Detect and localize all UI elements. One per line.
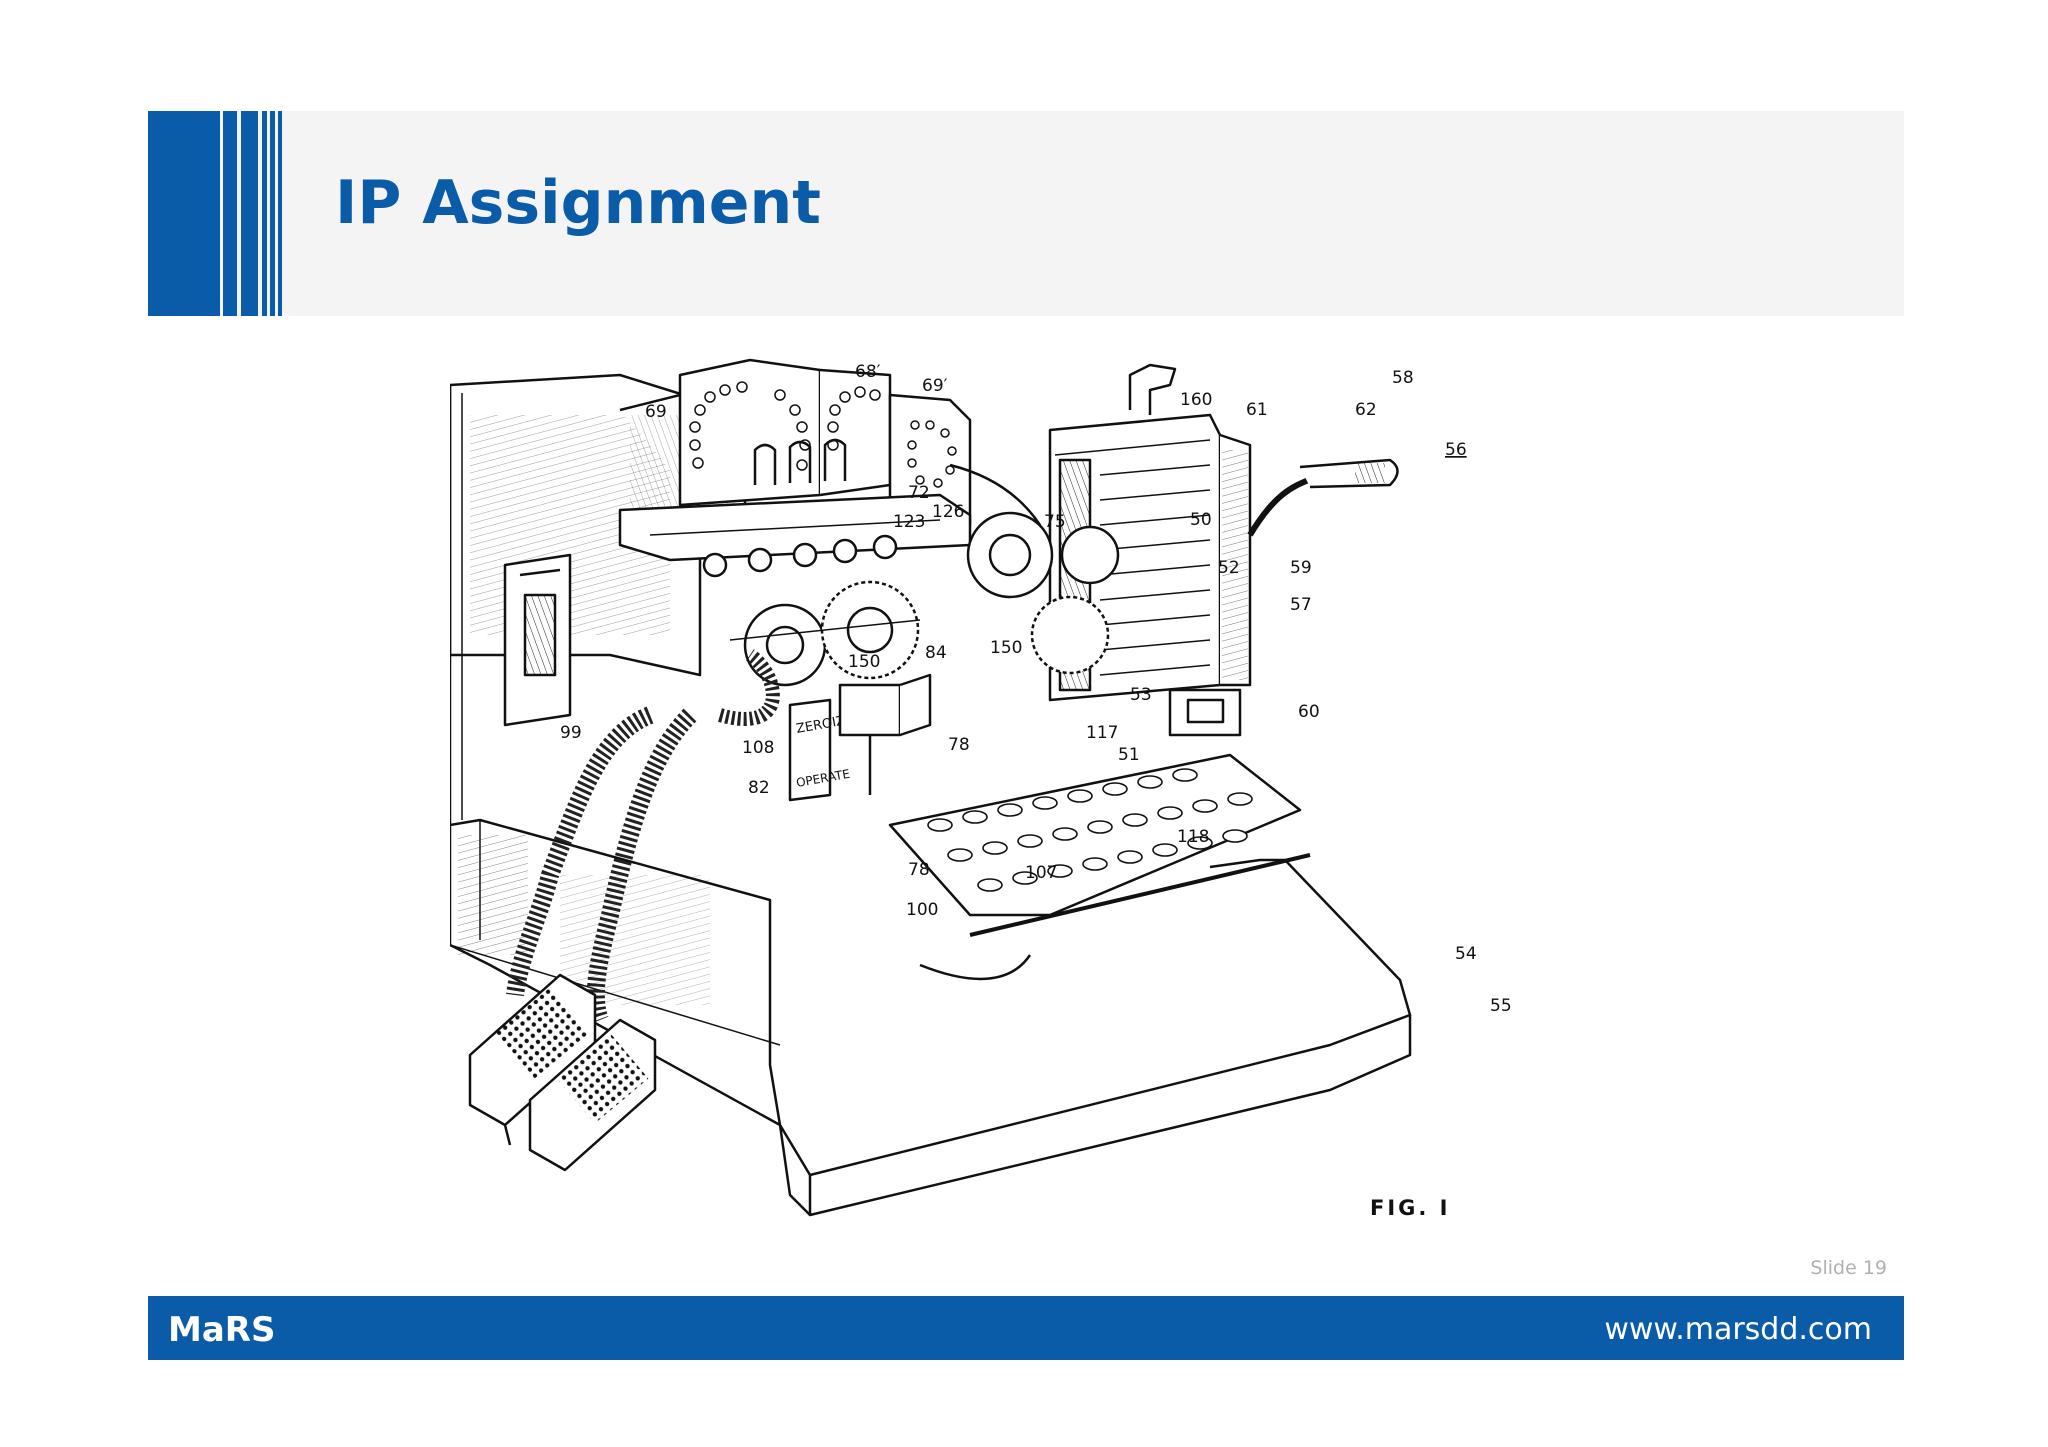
footer-url[interactable]: www.marsdd.com [1604,1312,1872,1347]
brand-logo: MaRS [168,1310,276,1350]
label-107: 107 [1025,863,1057,883]
label-118: 118 [1177,827,1209,847]
label-50: 50 [1190,510,1212,530]
label-75: 75 [1044,512,1066,532]
label-61: 61 [1246,400,1268,420]
label-84: 84 [925,643,947,663]
label-150-left: 150 [848,652,880,672]
slide-title: IP Assignment [335,168,821,238]
header-accent-stripe [241,111,258,316]
label-108: 108 [742,738,774,758]
label-57: 57 [1290,595,1312,615]
label-53: 53 [1130,685,1152,705]
label-68-prime: 68′ [855,362,881,382]
label-126: 126 [932,502,964,522]
label-72: 72 [908,483,930,503]
label-99: 99 [560,723,582,743]
title-band [148,111,1904,316]
label-123: 123 [893,512,925,532]
label-54: 54 [1455,944,1477,964]
header-accent-bar [148,111,220,316]
label-117: 117 [1086,723,1118,743]
label-60: 60 [1298,702,1320,722]
label-62: 62 [1355,400,1377,420]
label-52: 52 [1218,558,1240,578]
label-69-prime: 69′ [922,376,948,396]
label-160: 160 [1180,390,1212,410]
label-78-top: 78 [948,735,970,755]
label-69: 69 [645,402,667,422]
reference-numerals: 68′ 69′ 69 160 61 62 58 56 72 126 123 75… [560,362,1512,1016]
label-100: 100 [906,900,938,920]
label-55: 55 [1490,996,1512,1016]
header-accent-stripe [262,111,267,316]
figure-caption: FIG. I [1370,1196,1451,1220]
label-58: 58 [1392,368,1414,388]
header-accent-stripe [270,111,275,316]
label-150-right: 150 [990,638,1022,658]
slide-number: Slide 19 [1810,1257,1887,1279]
header-accent-stripe [278,111,282,316]
patent-drawing: ZEROIZE OPERATE [450,358,1512,1220]
label-56: 56 [1445,440,1467,460]
label-59: 59 [1290,558,1312,578]
footer-bar: MaRS www.marsdd.com [148,1296,1904,1360]
label-82: 82 [748,778,770,798]
label-78-bottom: 78 [908,860,930,880]
header-accent-stripe [223,111,237,316]
label-51: 51 [1118,745,1140,765]
